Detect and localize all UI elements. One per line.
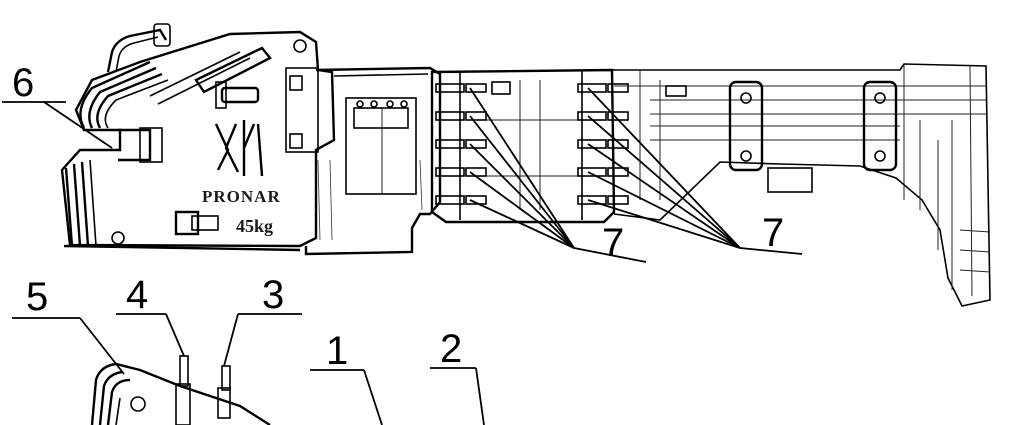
weight-marking: 45kg [236, 216, 273, 236]
leader-lines-lower [12, 313, 485, 425]
tractor-frame [612, 63, 991, 307]
callout-6: 6 [12, 61, 34, 105]
bolt-row-left [435, 81, 511, 205]
callout-7-right: 7 [762, 211, 784, 255]
lower-assembly-drawing: 5 4 3 1 2 [12, 273, 485, 425]
callout-7-left: 7 [602, 221, 624, 265]
weight-assembly-drawing: PRONAR 45kg [2, 23, 991, 307]
counterweight-block: PRONAR 45kg [60, 23, 336, 252]
callout-5: 5 [26, 275, 48, 319]
pronar-logo: PRONAR [202, 120, 281, 206]
frame-section-middle [430, 68, 629, 224]
callout-3: 3 [262, 273, 284, 317]
callout-1: 1 [326, 329, 348, 373]
leader-lines-7-right [587, 87, 803, 255]
mounting-bracket [285, 66, 442, 256]
callout-4: 4 [126, 273, 148, 317]
brand-logo-text: PRONAR [202, 187, 281, 206]
callout-2: 2 [440, 327, 462, 371]
leader-lines-6 [2, 101, 113, 149]
leader-lines-7-left [469, 87, 647, 263]
